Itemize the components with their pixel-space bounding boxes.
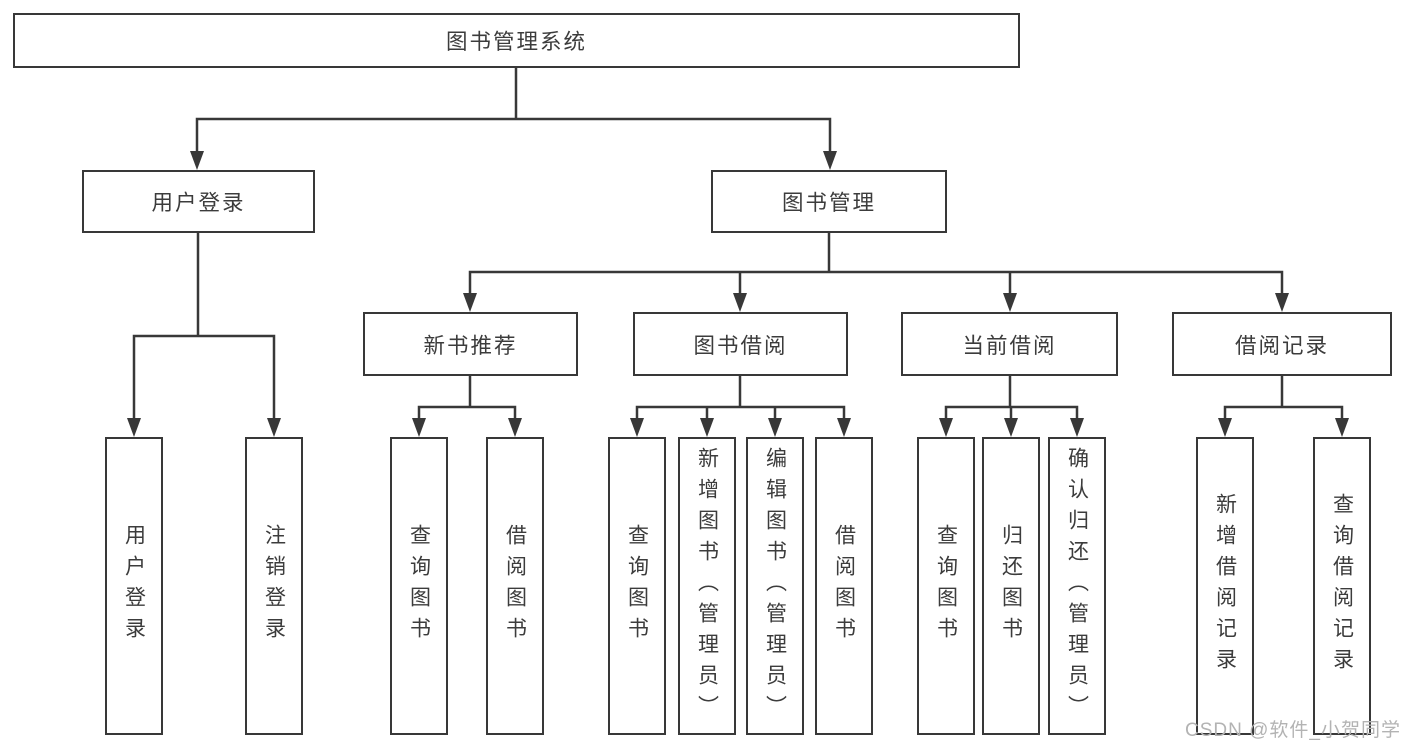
node-book-management: 图书管理	[711, 170, 947, 233]
connector-arrowheads	[127, 151, 1349, 437]
leaf-add-book-admin: 新增图书（管理员）	[678, 437, 736, 735]
leaf-logout: 注销登录	[245, 437, 303, 735]
leaf-user-login: 用户登录	[105, 437, 163, 735]
leaf-borrow-book-recommend: 借阅图书	[486, 437, 544, 735]
leaf-add-borrow-record: 新增借阅记录	[1196, 437, 1254, 735]
leaf-query-book-current: 查询图书	[917, 437, 975, 735]
leaf-query-book-borrow: 查询图书	[608, 437, 666, 735]
leaf-borrow-book-borrow: 借阅图书	[815, 437, 873, 735]
node-user-login: 用户登录	[82, 170, 315, 233]
leaf-edit-book-admin: 编辑图书（管理员）	[746, 437, 804, 735]
leaf-query-book-recommend: 查询图书	[390, 437, 448, 735]
node-current-borrow: 当前借阅	[901, 312, 1118, 376]
leaf-return-book: 归还图书	[982, 437, 1040, 735]
node-root: 图书管理系统	[13, 13, 1020, 68]
node-new-book-recommend: 新书推荐	[363, 312, 578, 376]
leaf-confirm-return-admin: 确认归还（管理员）	[1048, 437, 1106, 735]
connector-lines	[132, 68, 1344, 419]
csdn-watermark: CSDN @软件_小贺同学	[1185, 720, 1401, 741]
node-book-borrow: 图书借阅	[633, 312, 848, 376]
leaf-query-borrow-record: 查询借阅记录	[1313, 437, 1371, 735]
node-borrow-record: 借阅记录	[1172, 312, 1392, 376]
